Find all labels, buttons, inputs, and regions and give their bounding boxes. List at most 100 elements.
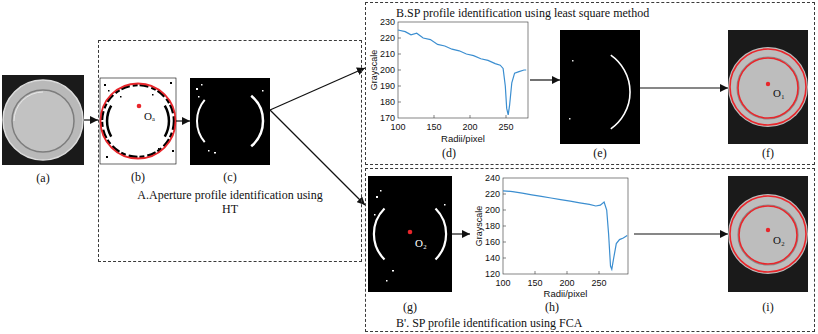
tick-label: 220	[485, 190, 500, 199]
tick-label: 190	[380, 82, 395, 91]
axis-title: Radii/pixel	[441, 134, 485, 144]
panel-label: (d)	[368, 146, 530, 160]
tick-marks	[398, 38, 506, 118]
edge-image	[190, 78, 270, 165]
result-image	[728, 30, 808, 144]
edge-ring	[102, 85, 174, 157]
chart-frame	[398, 22, 528, 118]
aperture-disk	[728, 194, 808, 274]
tick-label: 160	[485, 238, 500, 247]
speckles	[374, 190, 446, 282]
tick-label: 240	[485, 174, 500, 183]
tick-label: 150	[426, 123, 441, 132]
panel-label: (c)	[190, 170, 270, 184]
tick-label: 220	[380, 34, 395, 43]
speckles	[569, 60, 574, 120]
stage-title: A.Aperture profile identification using …	[132, 188, 328, 216]
speckles	[196, 84, 264, 154]
image-panel: (e)	[560, 30, 640, 160]
edge-arc	[197, 100, 205, 142]
tick-label: 140	[485, 254, 500, 263]
panel-label: (f)	[728, 146, 808, 160]
tick-label: 210	[380, 50, 395, 59]
fitted-circle	[739, 206, 797, 264]
sp-edge-image	[560, 30, 640, 144]
flow-arrow	[640, 87, 728, 88]
sp-ring	[737, 57, 799, 119]
result-image	[728, 176, 808, 292]
tick-label: 250	[591, 279, 606, 288]
axis-title: Grayscale	[369, 50, 378, 91]
center-label: O₂	[773, 235, 785, 246]
image-ground	[728, 30, 808, 144]
panel-label: (b)	[100, 170, 176, 184]
highlight-arc	[14, 92, 43, 121]
tick-label: 100	[495, 279, 510, 288]
panel-label: (e)	[560, 146, 640, 160]
panel-label: (i)	[728, 300, 808, 314]
stage-box: B'. SP profile identification using FCA (…	[365, 168, 815, 332]
tick-label: 200	[485, 206, 500, 215]
tick-label: 180	[380, 98, 395, 107]
image-panel: (i)	[728, 174, 808, 314]
center-dot	[766, 82, 770, 86]
image-panel: (c)	[190, 78, 270, 184]
tick-label: 200	[462, 123, 477, 132]
axis-title: Radii/pixel	[544, 289, 588, 299]
center-dot	[137, 104, 142, 109]
tick-label: 230	[380, 18, 395, 27]
profile-line	[503, 191, 627, 269]
flow-arrow	[530, 79, 560, 80]
fitted-circle	[730, 196, 806, 272]
panel-label: (g)	[368, 300, 452, 314]
axis-title: Grayscale	[475, 206, 484, 247]
tick-label: 100	[390, 123, 405, 132]
image-panel: (a)	[2, 75, 84, 185]
image-ground	[560, 30, 640, 144]
image-panel: (g)	[368, 174, 452, 314]
center-label: Oₐ	[144, 111, 155, 122]
stage-title: B'. SP profile identification using FCA	[396, 316, 582, 330]
aperture-disk	[3, 80, 83, 160]
flow-arrow	[84, 119, 98, 120]
panel-label: (h)	[470, 300, 634, 314]
fitted-circle	[738, 58, 798, 118]
profile-line	[398, 30, 526, 115]
aperture-disk	[728, 47, 808, 127]
stage-title: B.SP profile identification using least …	[396, 6, 649, 20]
tick-label: 120	[485, 270, 500, 279]
image-panel: (f)	[728, 30, 808, 160]
tick-label: 170	[380, 114, 395, 123]
panel-label: (a)	[2, 171, 84, 185]
center-label: O₂	[415, 238, 427, 249]
image-ground	[190, 78, 270, 165]
image-ground	[368, 176, 452, 292]
cluster-image	[368, 176, 452, 292]
fitted-circle	[730, 49, 806, 125]
center-dot	[408, 230, 413, 235]
raw-image	[2, 75, 84, 165]
edge-arc	[611, 55, 630, 129]
binary-image	[100, 78, 176, 164]
tick-label: 250	[498, 123, 513, 132]
stage-box: A.Aperture profile identification using …	[98, 40, 362, 262]
flow-arrow	[176, 120, 190, 121]
flow-arrow	[634, 233, 728, 234]
center-label: O₁	[773, 88, 785, 99]
edge-arc	[251, 96, 263, 147]
fitted-circle	[101, 84, 176, 159]
stage-box: B.SP profile identification using least …	[365, 2, 815, 165]
image-ground	[100, 78, 176, 164]
profile-chart	[503, 178, 628, 274]
flow-arrow	[270, 68, 365, 110]
center-dot	[766, 228, 770, 232]
image-panel: (b)	[100, 78, 176, 184]
chart-frame	[503, 178, 628, 274]
sp-ring	[738, 205, 798, 265]
image-ground	[2, 75, 84, 165]
flow-arrow	[452, 233, 470, 234]
edge-arc	[374, 209, 446, 260]
